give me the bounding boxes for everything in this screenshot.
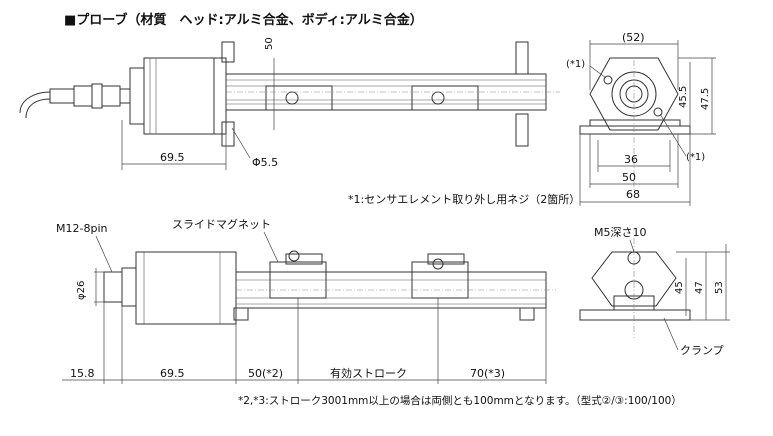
dim-end-50: 50 <box>622 171 636 184</box>
bracket-top <box>515 41 529 75</box>
dim-45-5: 45.5 <box>678 86 689 108</box>
dim-68: 68 <box>626 188 640 201</box>
screw-hole-2 <box>653 107 663 117</box>
top-view: 50 69.5 Φ5.5 <box>19 37 560 170</box>
bracket-bottom <box>515 113 529 147</box>
end-view-top: (52) (*1) (*1) 45.5 47.5 36 50 68 <box>566 31 716 206</box>
side-clamp-right <box>519 307 535 321</box>
side-magnet-2 <box>411 261 469 299</box>
cable <box>19 91 51 114</box>
end-view-bottom: M5深さ10 45 47 53 クランプ <box>579 226 730 357</box>
bottom-hex-flange <box>591 251 677 307</box>
dim-50-2: 50(*2) <box>248 367 283 380</box>
dim-47-5: 47.5 <box>700 88 711 110</box>
dim-70-3: 70(*3) <box>470 367 505 380</box>
dim-stroke: 有効ストローク <box>330 366 407 380</box>
dim-52: (52) <box>622 31 645 44</box>
label-clamp: クランプ <box>680 344 724 357</box>
magnet-1 <box>265 85 333 111</box>
dim-36: 36 <box>624 153 638 166</box>
head-flange <box>129 67 145 125</box>
dim-side-69-5: 69.5 <box>160 367 185 380</box>
mark-1b: (*1) <box>686 152 705 163</box>
screw-hole-1 <box>603 75 613 85</box>
side-view: M12-8pin スライドマグネット φ26 15.8 69.5 50(*2) … <box>56 217 556 384</box>
mark-1a: (*1) <box>566 59 585 70</box>
hex-flange <box>589 57 679 131</box>
dim-53: 53 <box>714 281 725 294</box>
dim-top-69-5: 69.5 <box>160 151 185 164</box>
label-m5: M5深さ10 <box>594 226 647 239</box>
magnet-2 <box>411 85 479 111</box>
side-head <box>135 251 237 325</box>
dim-phi26: φ26 <box>76 281 87 300</box>
dim-phi-5-5: Φ5.5 <box>252 156 278 169</box>
note-2: *2,*3:ストローク3001mm以上の場合は両側とも100mmとなります。（型… <box>238 394 682 407</box>
dim-47: 47 <box>694 281 705 294</box>
note-1: *1:センサエレメント取り外し用ネジ（2箇所） <box>348 192 580 206</box>
dim-top-50: 50 <box>264 37 275 50</box>
dim-15-8: 15.8 <box>70 367 95 380</box>
side-clamp-left <box>233 307 249 321</box>
m12-connector <box>103 271 123 303</box>
bottom-base-plate <box>579 309 691 321</box>
dim-45: 45 <box>674 281 685 294</box>
label-m12: M12-8pin <box>56 222 107 235</box>
label-slide-magnet: スライドマグネット <box>172 217 271 231</box>
drawing-title: ■プローブ（材質 ヘッド:アルミ合金、ボディ:アルミ合金） <box>64 12 423 28</box>
